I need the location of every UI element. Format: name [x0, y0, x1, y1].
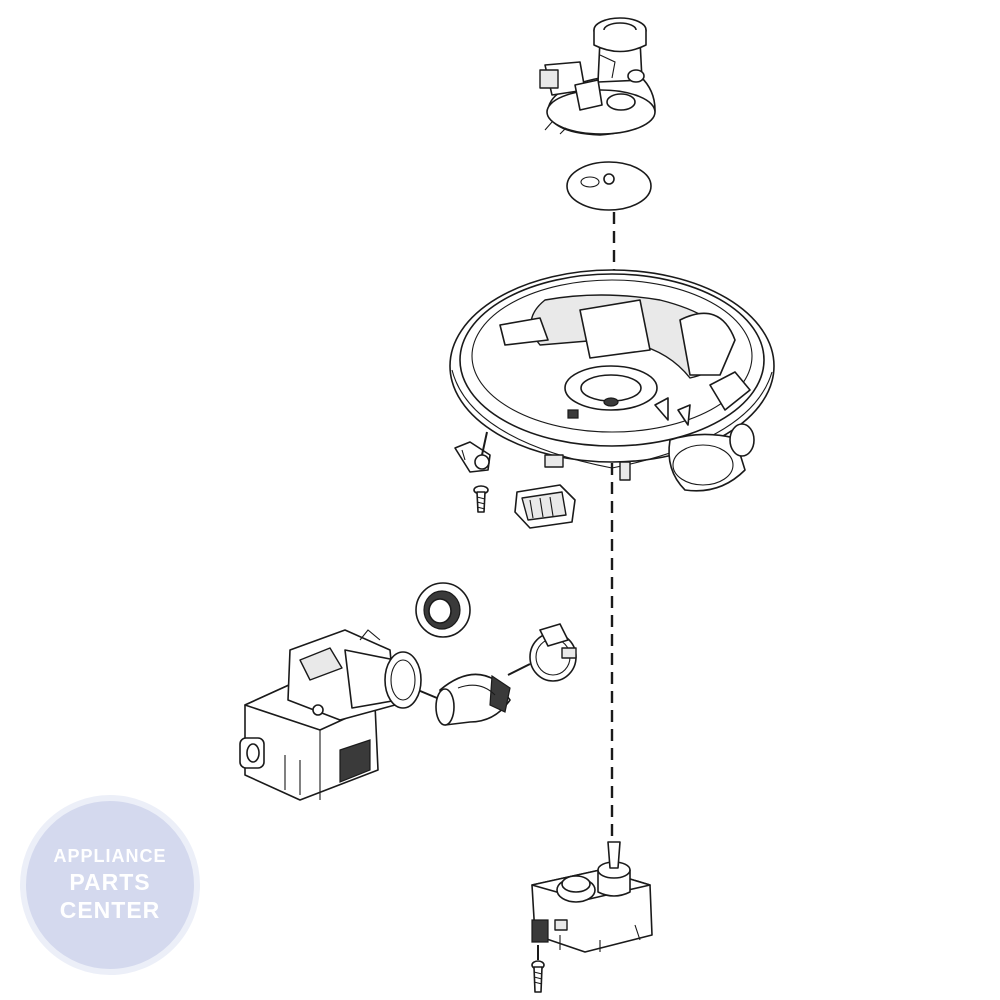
- clip-leader-line: [481, 431, 488, 456]
- circulation-pump-motor[interactable]: [240, 630, 421, 800]
- diverter-motor[interactable]: [532, 842, 652, 952]
- top-diverter-assembly[interactable]: [540, 18, 655, 135]
- elbow-hose[interactable]: [436, 674, 510, 725]
- filter-block[interactable]: [515, 485, 575, 528]
- sump-clip[interactable]: [455, 442, 490, 472]
- watermark-line-1: APPLIANCE: [53, 846, 167, 866]
- mounting-screw-upper[interactable]: [474, 486, 488, 512]
- mounting-screw-lower[interactable]: [532, 961, 544, 992]
- watermark-logo: APPLIANCE PARTS CENTER: [20, 795, 200, 975]
- watermark-line-3: CENTER: [59, 897, 161, 924]
- clamp-leader-line: [507, 663, 531, 676]
- pump-seal-ring[interactable]: [416, 583, 470, 637]
- hose-clamp[interactable]: [530, 624, 576, 681]
- sump-housing[interactable]: [450, 270, 774, 491]
- watermark-line-2: PARTS: [69, 868, 151, 895]
- diverter-gasket[interactable]: [567, 162, 651, 210]
